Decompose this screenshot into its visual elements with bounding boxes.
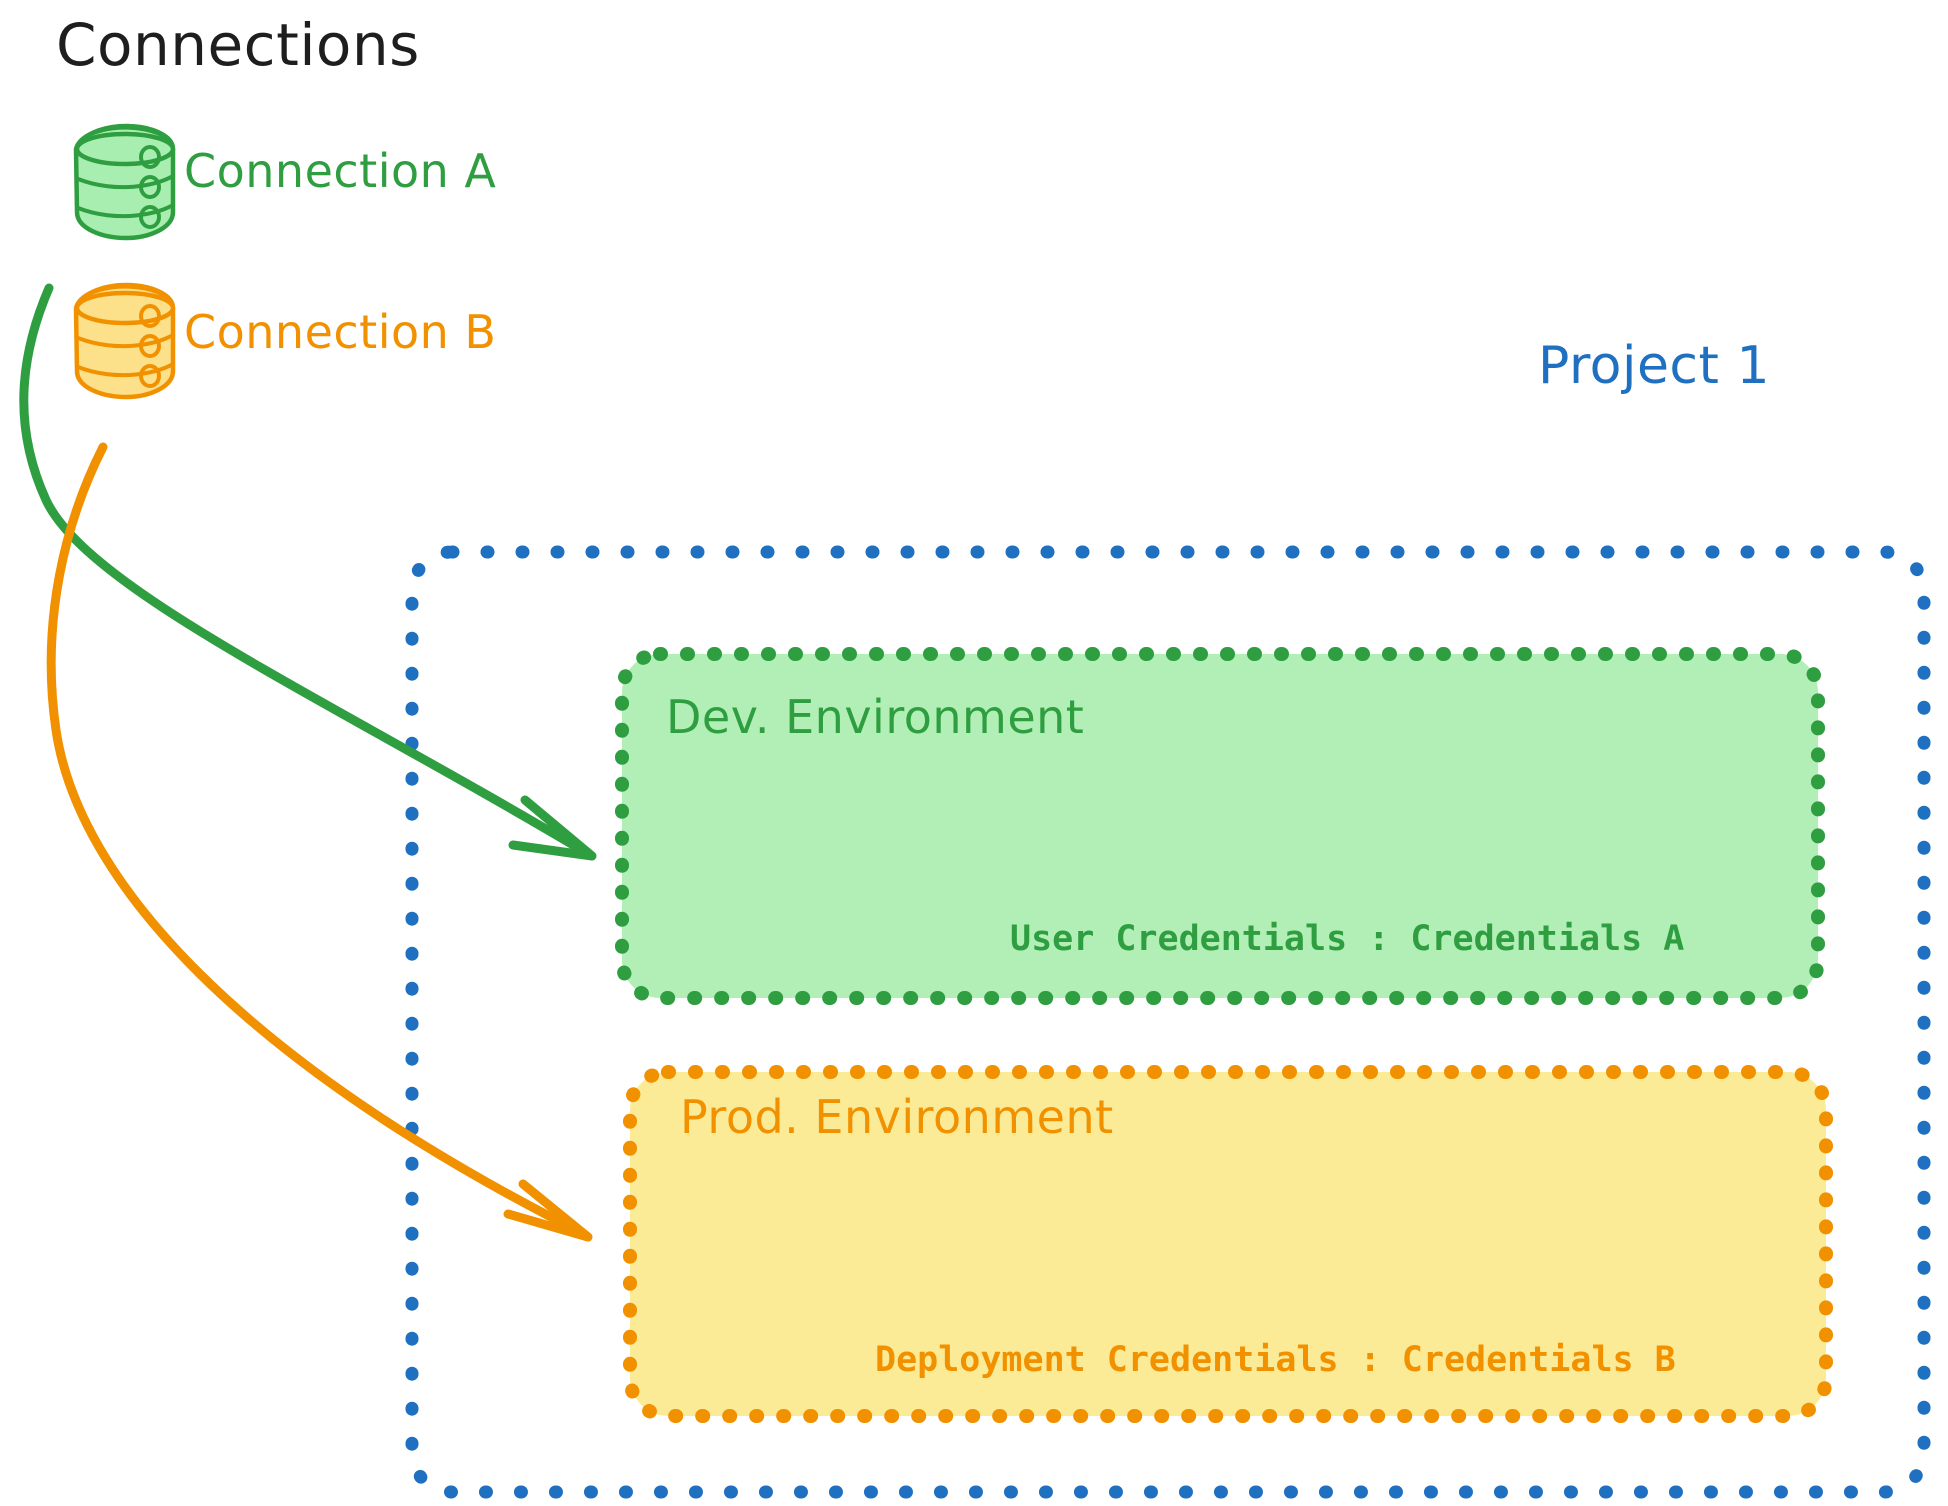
arrow-connection-a-to-dev bbox=[19, 283, 597, 861]
project-boundary[interactable] bbox=[405, 545, 1931, 1499]
prod-environment-box[interactable] bbox=[623, 1065, 1833, 1423]
database-cylinder-icon-connection-b[interactable] bbox=[73, 282, 176, 400]
connection-a-label[interactable]: Connection A bbox=[184, 144, 497, 198]
db-b-rim-accent bbox=[78, 285, 174, 307]
db-a-top-disc bbox=[74, 131, 176, 167]
dev-environment-title: Dev. Environment bbox=[666, 690, 1085, 744]
arrow-connection-b-path bbox=[46, 442, 585, 1237]
connection-b-label[interactable]: Connection B bbox=[184, 305, 497, 359]
dev-environment-border bbox=[615, 647, 1825, 1005]
prod-environment-fill bbox=[630, 1072, 1826, 1416]
project-boundary-outline bbox=[405, 545, 1931, 1499]
arrow-connection-b-to-prod bbox=[46, 442, 593, 1242]
arrow-connection-b-head bbox=[503, 1179, 593, 1242]
prod-environment-title: Prod. Environment bbox=[680, 1090, 1114, 1144]
arrow-connection-a-path bbox=[19, 283, 590, 857]
dev-environment-fill bbox=[622, 654, 1818, 998]
dev-environment-box[interactable] bbox=[615, 647, 1825, 1005]
page-title: Connections bbox=[56, 11, 420, 79]
project-title: Project 1 bbox=[1538, 336, 1771, 396]
prod-environment-border bbox=[623, 1065, 1833, 1423]
db-a-rim-accent bbox=[78, 126, 174, 148]
db-a-port-3 bbox=[139, 205, 161, 229]
db-b-port-2 bbox=[139, 334, 161, 358]
dev-environment-credentials: User Credentials : Credentials A bbox=[1010, 919, 1685, 959]
db-b-top-disc bbox=[74, 290, 176, 326]
db-b-port-3 bbox=[139, 364, 161, 388]
db-a-port-1 bbox=[139, 145, 161, 169]
db-a-port-2 bbox=[139, 175, 161, 199]
prod-environment-credentials: Deployment Credentials : Credentials B bbox=[875, 1340, 1676, 1380]
database-cylinder-icon-connection-a[interactable] bbox=[73, 123, 176, 241]
arrow-connection-a-head bbox=[508, 795, 597, 861]
db-b-port-1 bbox=[139, 304, 161, 328]
